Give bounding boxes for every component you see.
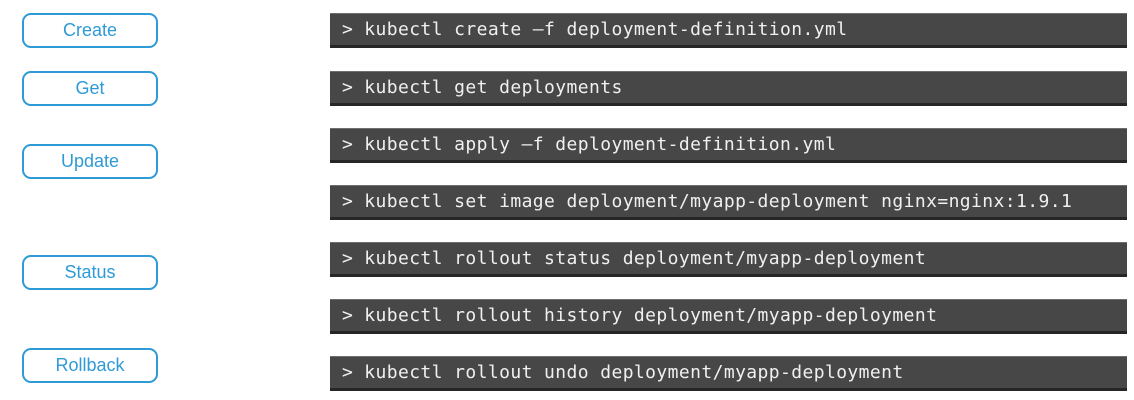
prompt-chevron-icon: >	[342, 305, 354, 326]
button-rollback[interactable]: Rollback	[22, 348, 158, 383]
prompt-chevron-icon: >	[342, 134, 354, 155]
terminal-command-bar: > kubectl rollout history deployment/myap…	[330, 299, 1127, 334]
button-label: Create	[62, 20, 118, 40]
terminal-command-bar: > kubectl get deployments	[330, 71, 1127, 106]
button-get[interactable]: Get	[22, 71, 158, 106]
terminal-command-bar: > kubectl create –f deployment-definition…	[330, 13, 1127, 48]
command-text: kubectl get deployments	[364, 77, 623, 98]
prompt-chevron-icon: >	[342, 362, 354, 383]
terminal-command-bar: > kubectl apply –f deployment-definition.…	[330, 128, 1127, 163]
command-text: kubectl rollout undo deployment/myapp-de…	[364, 362, 904, 383]
button-label: Rollback	[55, 355, 125, 375]
button-update[interactable]: Update	[22, 144, 158, 179]
command-text: kubectl rollout history deployment/myapp…	[364, 305, 938, 326]
prompt-chevron-icon: >	[342, 19, 354, 40]
button-status[interactable]: Status	[22, 255, 158, 290]
button-label: Update	[60, 151, 120, 171]
terminal-command-bar: > kubectl set image deployment/myapp-depl…	[330, 185, 1127, 220]
button-create[interactable]: Create	[22, 13, 158, 48]
button-label: Status	[64, 262, 116, 282]
prompt-chevron-icon: >	[342, 77, 354, 98]
terminal-command-bar: > kubectl rollout status deployment/myapp…	[330, 242, 1127, 277]
terminal-command-bar: > kubectl rollout undo deployment/myapp-d…	[330, 356, 1127, 391]
command-text: kubectl set image deployment/myapp-deplo…	[364, 191, 1073, 212]
command-text: kubectl rollout status deployment/myapp-…	[364, 248, 927, 269]
button-label: Get	[75, 78, 105, 98]
prompt-chevron-icon: >	[342, 248, 354, 269]
command-text: kubectl create –f deployment-definition.…	[364, 19, 848, 40]
command-text: kubectl apply –f deployment-definition.y…	[364, 134, 837, 155]
prompt-chevron-icon: >	[342, 191, 354, 212]
